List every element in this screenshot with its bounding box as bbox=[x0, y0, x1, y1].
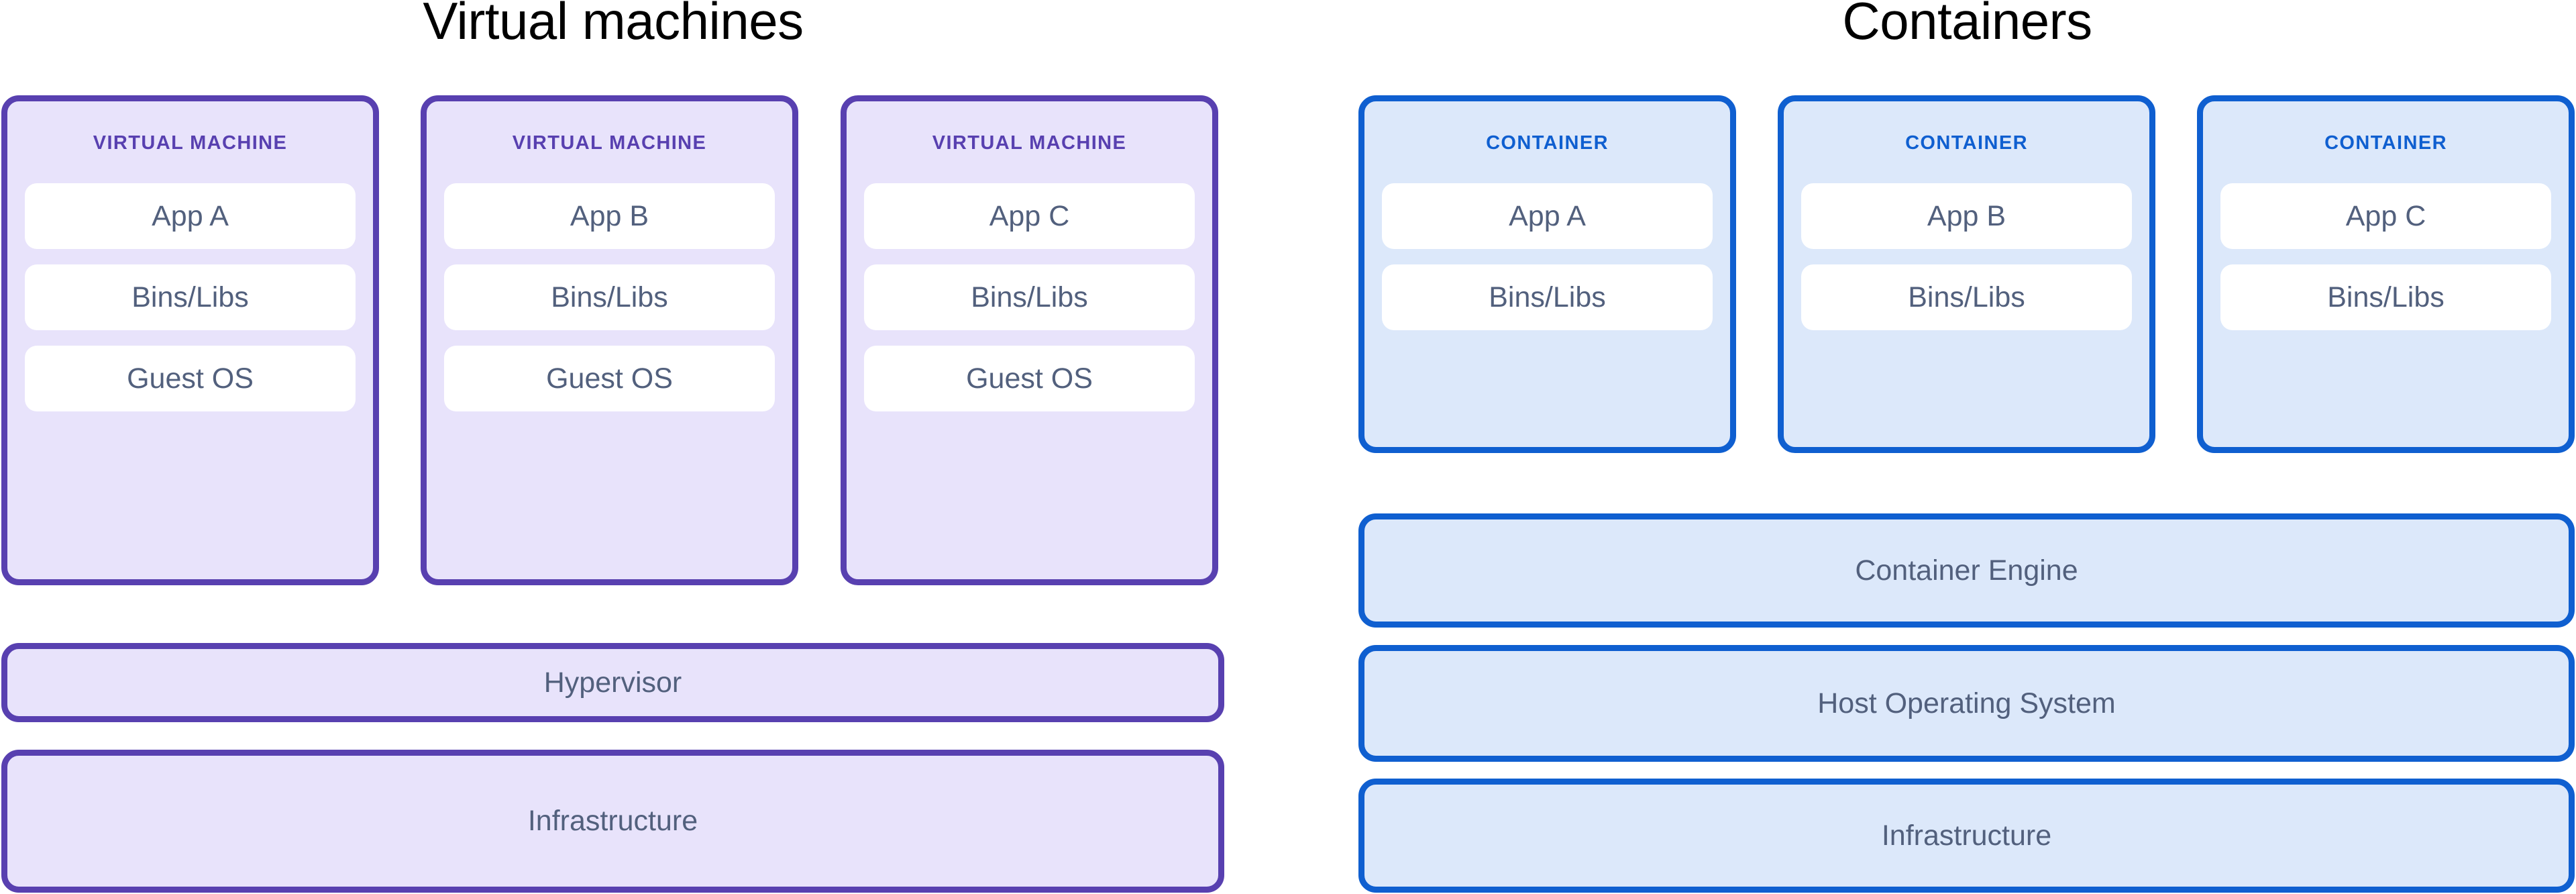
vm-infrastructure-bar: Infrastructure bbox=[1, 750, 1224, 893]
containers-column-title: Containers bbox=[1842, 0, 2092, 50]
virtual-machine-card: VIRTUAL MACHINE App B Bins/Libs Guest OS bbox=[421, 95, 798, 585]
vm-layer-bins-libs: Bins/Libs bbox=[444, 264, 775, 330]
vm-layer-app: App A bbox=[25, 183, 356, 249]
container-layer-app: App B bbox=[1801, 183, 2132, 249]
virtual-machine-card: VIRTUAL MACHINE App C Bins/Libs Guest OS bbox=[841, 95, 1218, 585]
container-layer-bins-libs: Bins/Libs bbox=[1801, 264, 2132, 330]
vm-layer-guest-os: Guest OS bbox=[864, 346, 1195, 411]
container-card-label: CONTAINER bbox=[1486, 132, 1609, 154]
container-infrastructure-bar: Infrastructure bbox=[1358, 779, 2575, 893]
container-layer-app: App C bbox=[2220, 183, 2551, 249]
vm-layer-bins-libs: Bins/Libs bbox=[864, 264, 1195, 330]
container-card: CONTAINER App A Bins/Libs bbox=[1358, 95, 1736, 453]
container-card-label: CONTAINER bbox=[1905, 132, 2028, 154]
vm-layer-guest-os: Guest OS bbox=[444, 346, 775, 411]
virtual-machine-card-label: VIRTUAL MACHINE bbox=[93, 132, 288, 154]
vm-layer-app: App B bbox=[444, 183, 775, 249]
container-card-label: CONTAINER bbox=[2324, 132, 2447, 154]
virtual-machine-card-label: VIRTUAL MACHINE bbox=[932, 132, 1127, 154]
vm-layer-bins-libs: Bins/Libs bbox=[25, 264, 356, 330]
container-card: CONTAINER App B Bins/Libs bbox=[1778, 95, 2155, 453]
container-layer-bins-libs: Bins/Libs bbox=[1382, 264, 1713, 330]
container-layer-app: App A bbox=[1382, 183, 1713, 249]
vm-layer-guest-os: Guest OS bbox=[25, 346, 356, 411]
virtual-machine-card-label: VIRTUAL MACHINE bbox=[512, 132, 707, 154]
virtual-machines-column-title: Virtual machines bbox=[423, 0, 804, 50]
container-card: CONTAINER App C Bins/Libs bbox=[2197, 95, 2575, 453]
container-layer-bins-libs: Bins/Libs bbox=[2220, 264, 2551, 330]
hypervisor-bar: Hypervisor bbox=[1, 643, 1224, 722]
host-operating-system-bar: Host Operating System bbox=[1358, 645, 2575, 762]
container-engine-bar: Container Engine bbox=[1358, 513, 2575, 628]
virtual-machine-card: VIRTUAL MACHINE App A Bins/Libs Guest OS bbox=[1, 95, 379, 585]
vm-layer-app: App C bbox=[864, 183, 1195, 249]
